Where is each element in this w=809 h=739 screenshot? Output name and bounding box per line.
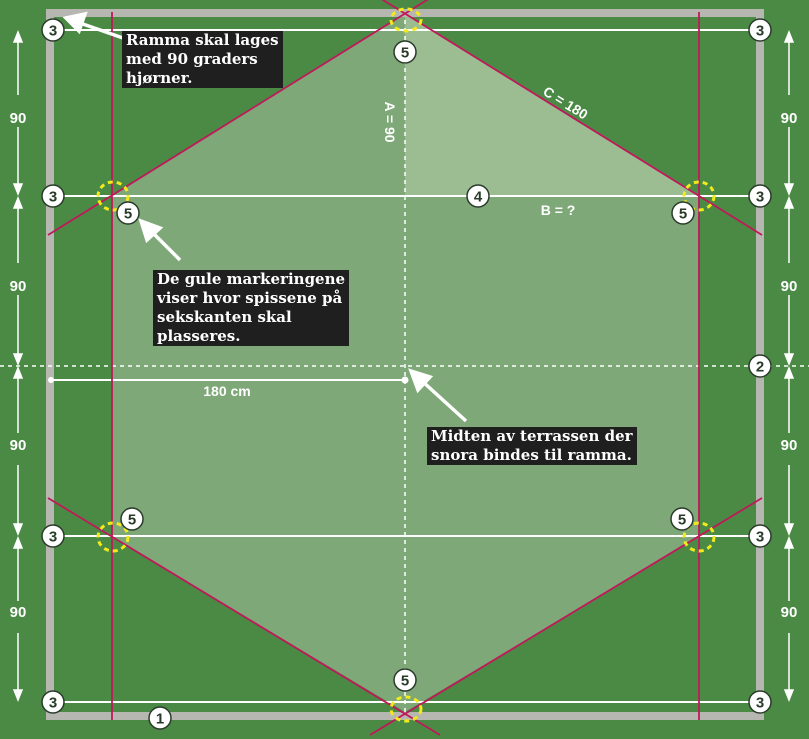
hex-point-marker-lower-left: 5 bbox=[120, 507, 144, 531]
callout-arrowhead-frame bbox=[62, 11, 88, 35]
svg-text:3: 3 bbox=[756, 189, 764, 206]
side-label-left-4: 90 bbox=[10, 604, 27, 621]
hex-point-marker-bottom: 5 bbox=[393, 668, 417, 692]
corner-marker-bottom-left: 3 bbox=[41, 690, 65, 714]
yellow-marker-lower-left bbox=[96, 521, 130, 553]
arrowhead-down-icon bbox=[12, 353, 24, 367]
svg-text:5: 5 bbox=[401, 45, 409, 62]
callout-arrow-frame bbox=[79, 21, 124, 40]
center-line-marker: 2 bbox=[748, 354, 772, 378]
corner-marker-upper-right: 3 bbox=[748, 184, 772, 208]
side-label-left-3: 90 bbox=[10, 437, 27, 454]
diagonal-crimson-lower-right bbox=[369, 497, 763, 736]
svg-text:2: 2 bbox=[756, 359, 764, 376]
corner-marker-lower-right: 3 bbox=[748, 524, 772, 548]
side-label-right-1: 90 bbox=[781, 110, 798, 127]
arrowhead-down-icon bbox=[783, 523, 795, 537]
hex-point-marker-lower-right: 5 bbox=[670, 507, 694, 531]
svg-text:3: 3 bbox=[49, 189, 57, 206]
svg-text:5: 5 bbox=[679, 206, 687, 223]
yellow-marker-lower-right bbox=[682, 521, 716, 553]
diagonal-crimson-upper-left bbox=[47, 0, 429, 236]
svg-text:3: 3 bbox=[49, 695, 57, 712]
arrowhead-up-icon bbox=[783, 365, 795, 379]
yellow-marker-top bbox=[389, 7, 423, 33]
arrowhead-down-icon bbox=[783, 689, 795, 703]
svg-text:5: 5 bbox=[128, 512, 136, 529]
callout-arrowhead-center bbox=[408, 368, 434, 394]
corner-marker-top-right: 3 bbox=[748, 18, 772, 42]
radius-start-dot bbox=[48, 377, 54, 383]
callout-frame-corners: Ramma skal lages med 90 graders hjørner. bbox=[122, 31, 283, 88]
side-label-right-4: 90 bbox=[781, 604, 798, 621]
corner-marker-upper-left: 3 bbox=[41, 184, 65, 208]
corner-marker-top-left: 3 bbox=[41, 18, 65, 42]
cross-line-marker: 4 bbox=[466, 184, 490, 208]
yellow-marker-upper-right bbox=[682, 180, 716, 212]
svg-text:3: 3 bbox=[49, 23, 57, 40]
arrowhead-down-icon bbox=[783, 183, 795, 197]
corner-marker-lower-left: 3 bbox=[41, 524, 65, 548]
arrowhead-down-icon bbox=[12, 523, 24, 537]
label-a: A = 90 bbox=[382, 101, 398, 142]
svg-text:3: 3 bbox=[49, 529, 57, 546]
hex-point-marker-upper-right: 5 bbox=[671, 201, 695, 225]
hex-point-marker-top: 5 bbox=[393, 40, 417, 64]
callout-terrace-center: Midten av terrassen der snora bindes til… bbox=[427, 427, 637, 465]
svg-text:3: 3 bbox=[756, 23, 764, 40]
yellow-marker-upper-left bbox=[96, 180, 130, 212]
label-radius: 180 cm bbox=[203, 383, 250, 399]
callout-arrow-center bbox=[420, 379, 468, 423]
arrowhead-up-icon bbox=[12, 535, 24, 549]
svg-text:3: 3 bbox=[756, 529, 764, 546]
callout-yellow-markings: De gule markeringene viser hvor spissene… bbox=[153, 270, 350, 346]
diagonal-crimson-upper-right bbox=[381, 0, 763, 236]
svg-text:4: 4 bbox=[474, 189, 483, 206]
arrowhead-up-icon bbox=[783, 535, 795, 549]
label-b: B = ? bbox=[541, 202, 576, 218]
svg-text:5: 5 bbox=[678, 512, 686, 529]
side-label-right-2: 90 bbox=[781, 278, 798, 295]
diagonal-crimson-lower-left bbox=[47, 497, 441, 736]
arrowhead-up-icon bbox=[783, 29, 795, 43]
arrowhead-up-icon bbox=[783, 195, 795, 209]
frame-marker: 1 bbox=[148, 706, 172, 730]
svg-text:1: 1 bbox=[156, 711, 164, 728]
corner-marker-bottom-right: 3 bbox=[748, 690, 772, 714]
arrowhead-down-icon bbox=[783, 353, 795, 367]
callout-arrow-markings bbox=[150, 230, 182, 262]
yellow-marker-bottom bbox=[389, 695, 423, 723]
side-label-left-2: 90 bbox=[10, 278, 27, 295]
arrowhead-up-icon bbox=[12, 29, 24, 43]
arrowhead-down-icon bbox=[12, 183, 24, 197]
arrowhead-up-icon bbox=[12, 365, 24, 379]
arrowhead-down-icon bbox=[12, 689, 24, 703]
svg-text:5: 5 bbox=[401, 673, 409, 690]
side-label-right-3: 90 bbox=[781, 437, 798, 454]
svg-text:3: 3 bbox=[756, 695, 764, 712]
hex-point-marker-upper-left: 5 bbox=[116, 201, 140, 225]
side-label-left-1: 90 bbox=[10, 110, 27, 127]
callout-arrowhead-markings bbox=[138, 218, 164, 244]
arrowhead-up-icon bbox=[12, 195, 24, 209]
svg-text:5: 5 bbox=[124, 206, 132, 223]
